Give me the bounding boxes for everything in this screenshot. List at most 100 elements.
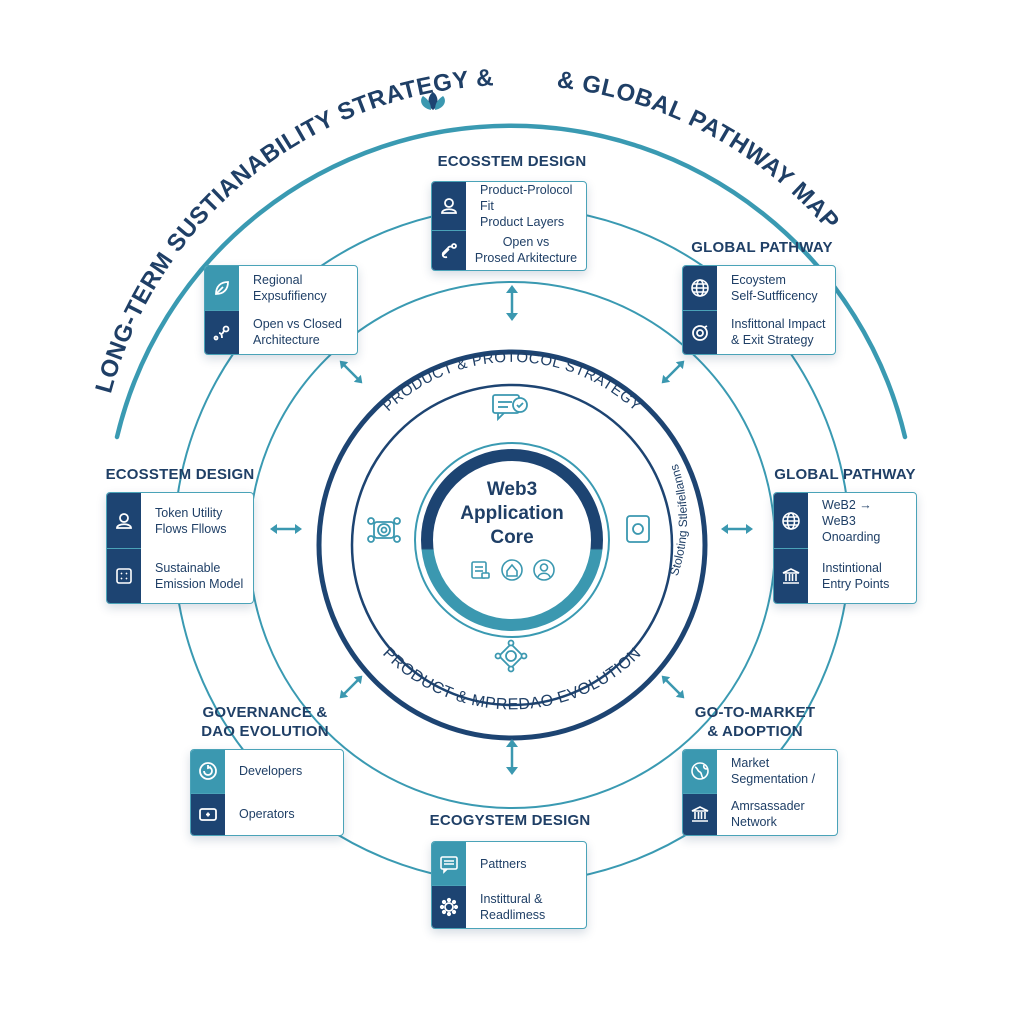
user-icon <box>432 182 466 230</box>
text-line: Operators <box>239 806 295 821</box>
text-line: Ecoystem <box>731 273 786 287</box>
gear-nodes-icon <box>432 885 466 928</box>
card-row-text: Operators <box>225 793 343 836</box>
hub-nodes-icon <box>494 639 528 673</box>
text-line: Flows Fllows <box>155 521 227 536</box>
strategy-ring-inner <box>350 383 674 707</box>
text-line: Regional <box>253 273 303 287</box>
text-line: Onoarding <box>822 529 881 544</box>
text-line: Entry Points <box>822 576 890 591</box>
text-line: & Exit Strategy <box>731 333 814 347</box>
heading-right: GLOBAL PATHWAY <box>774 466 916 483</box>
text-line: Expsufifiency <box>253 289 327 303</box>
arrow-bottom-right <box>661 675 685 699</box>
heading-bottom: ECOGYSTEM DESIGN <box>429 812 591 829</box>
core-title-line-2: Application <box>460 503 564 524</box>
text-line: Product-Prolocol Fit <box>480 183 573 213</box>
arrow-top-right <box>661 360 685 384</box>
text-line: Network <box>731 814 777 829</box>
text-line: Developers <box>239 764 303 779</box>
heading-bottom-right: GO-TO-MARKET & ADOPTION <box>665 703 845 741</box>
text-line: Self-Sutfficency <box>731 289 818 303</box>
text-line: Readlimess <box>480 907 546 922</box>
core-thick-ring <box>421 449 603 631</box>
title-right: & GLOBAL PATHWAY MAP <box>556 66 845 235</box>
arrow-bottom-left <box>339 675 363 699</box>
card-row[interactable]: Developers <box>191 750 343 793</box>
text-line: Insfittonal Impact <box>731 317 826 331</box>
card-row[interactable]: Instittural &Readlimess <box>432 885 586 928</box>
card-bottom-left[interactable]: Developers Operators <box>190 749 344 836</box>
core-title-line-1: Web3 <box>486 479 538 500</box>
user-circle-icon <box>533 559 555 581</box>
arrow-bottom <box>506 739 518 775</box>
heading-bottom-left-line-2: DAO EVOLUTION <box>201 723 329 740</box>
core-title: Web3 Application Core <box>412 478 612 550</box>
text-line: Pattners <box>480 856 527 871</box>
user-icon <box>107 493 141 548</box>
text-line: Prosed Arkitecture <box>474 251 578 265</box>
heading-bottom-left-line-1: GOVERNANCE & <box>202 704 328 721</box>
card-row[interactable]: Pattners <box>432 842 586 885</box>
institution-icon <box>774 548 808 603</box>
card-row-text: Developers <box>225 750 343 793</box>
network-nodes-icon <box>367 517 401 543</box>
text-line: WeB2 → WeB3 <box>822 497 872 528</box>
screen-plus-icon <box>191 792 225 835</box>
refresh-circle-icon <box>191 750 225 793</box>
leaf-icon <box>205 266 239 310</box>
nodes-branch-icon <box>205 310 239 354</box>
card-row[interactable]: Insfittonal Impact & Exit Strategy <box>683 310 835 354</box>
card-row-text: Instittural &Readlimess <box>466 885 586 928</box>
arrow-top-left <box>339 360 363 384</box>
strategy-bottom-label: PRODUCT & MPREDAO EVOLUTION <box>379 645 644 714</box>
text-line: Amrsassader <box>731 798 805 813</box>
strategy-top-label: PRODUCT & PROTOCOL STRATEGY <box>379 349 644 415</box>
card-row[interactable]: Operators <box>191 792 343 836</box>
text-line: Product Layers <box>480 215 565 229</box>
connector-arrows <box>270 285 753 775</box>
text-line: Segmentation / <box>731 772 816 787</box>
text-line: Token Utility <box>155 505 223 520</box>
heading-bottom-right-line-1: GO-TO-MARKET <box>694 704 816 721</box>
heading-left: ECOSSTEM DESIGN <box>105 466 255 483</box>
heading-bottom-right-line-2: & ADOPTION <box>707 723 803 740</box>
chat-bubble-icon <box>492 394 528 422</box>
leaf-sprout-icon <box>421 92 445 110</box>
card-bottom[interactable]: Pattners Instittural &Readlimess <box>431 841 587 929</box>
heading-top: ECOSSTEM DESIGN <box>437 153 587 170</box>
arrow-top <box>506 285 518 321</box>
text-line: Instintional <box>822 560 882 575</box>
document-icon <box>471 561 490 579</box>
shield-home-icon <box>501 559 523 581</box>
wrench-link-icon <box>432 230 466 270</box>
tablet-cycle-icon <box>626 515 650 543</box>
text-line: Instittural & <box>480 891 543 906</box>
message-list-icon <box>432 842 466 885</box>
core-title-line-3: Core <box>490 527 534 548</box>
